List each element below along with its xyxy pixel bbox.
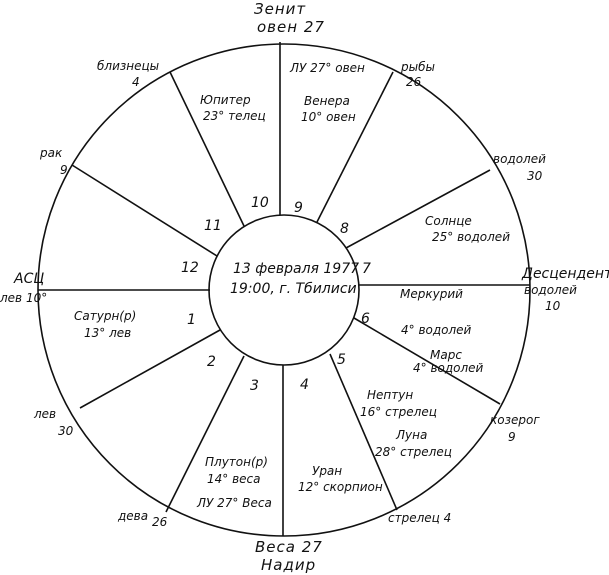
saturn-position: 13° лев <box>84 326 131 340</box>
cusp-line-8 <box>345 169 491 249</box>
house-number-11: 11 <box>204 218 222 234</box>
jupiter-position: 23° телец <box>203 109 266 123</box>
nadir-title: Надир <box>261 556 316 574</box>
zenith-sign: овен 27 <box>257 18 325 36</box>
pluto-name: Плутон(р) <box>205 455 268 469</box>
descendant-degree: 10 <box>545 299 561 313</box>
house-number-1: 1 <box>187 312 196 328</box>
house-number-5: 5 <box>337 352 346 368</box>
ascendant-title: АСЦ <box>13 271 44 287</box>
uranus-position: 12° скорпион <box>298 480 383 494</box>
south-node-label: ЛУ 27° Веса <box>196 496 272 510</box>
mars-name: Марс <box>430 348 462 362</box>
venus-position: 10° овен <box>301 110 356 124</box>
mercury-name: Меркурий <box>400 287 463 301</box>
aquarius-degree: 30 <box>527 169 543 183</box>
cusp-line-5 <box>329 353 398 511</box>
descendant-sign: водолей <box>524 283 577 297</box>
venus-name: Венера <box>304 94 350 108</box>
house-number-8: 8 <box>340 221 349 237</box>
cusp-line-11 <box>169 71 245 227</box>
house-number-9: 9 <box>294 200 303 216</box>
leo-label: лев <box>33 407 56 421</box>
nadir-sign: Веса 27 <box>255 538 323 556</box>
cusp-line-12 <box>71 164 218 257</box>
ascendant-sign: лев 10° <box>0 291 47 305</box>
sun-name: Солнце <box>425 214 472 228</box>
cusp-line-2 <box>79 329 221 409</box>
moon-name: Луна <box>395 428 427 442</box>
descendant-title: Десцендент <box>521 266 609 282</box>
house-number-7: 7 <box>362 261 371 277</box>
house-number-10: 10 <box>251 195 269 211</box>
sagittarius-label: стрелец 4 <box>388 511 451 525</box>
house-number-6: 6 <box>361 311 370 327</box>
pluto-position: 14° веса <box>207 472 261 486</box>
virgo-degree: 26 <box>152 515 168 529</box>
cancer-label: рак <box>39 146 63 160</box>
pisces-label: рыбы <box>400 60 435 74</box>
mars-position: 4° водолей <box>413 361 484 375</box>
pisces-degree: 26 <box>406 75 422 89</box>
house-number-4: 4 <box>300 377 309 393</box>
moon-position: 28° стрелец <box>375 445 452 459</box>
cancer-degree: 9 <box>60 163 68 177</box>
zenith-title: Зенит <box>254 0 306 18</box>
gemini-degree: 4 <box>132 75 140 89</box>
cusp-line-3 <box>165 355 245 513</box>
center-date: 13 февраля 1977 <box>233 261 359 277</box>
capricorn-label: козерог <box>490 413 540 427</box>
house-number-3: 3 <box>250 378 259 394</box>
house-dividers <box>38 42 530 536</box>
aquarius-label: водолей <box>493 152 546 166</box>
uranus-name: Уран <box>312 464 342 478</box>
virgo-label: дева <box>117 509 148 523</box>
center-time-place: 19:00, г. Тбилиси <box>230 281 357 297</box>
cusp-line-9 <box>316 71 394 223</box>
mercury-position: 4° водолей <box>401 323 472 337</box>
neptune-name: Нептун <box>367 388 413 402</box>
leo-degree: 30 <box>58 424 74 438</box>
cusp-line-6 <box>353 317 501 405</box>
neptune-position: 16° стрелец <box>360 405 437 419</box>
north-node-label: ЛУ 27° овен <box>289 61 365 75</box>
capricorn-degree: 9 <box>508 430 516 444</box>
house-number-2: 2 <box>207 354 216 370</box>
saturn-name: Сатурн(р) <box>74 309 136 323</box>
jupiter-name: Юпитер <box>200 93 251 107</box>
sun-position: 25° водолей <box>432 230 510 244</box>
house-number-12: 12 <box>181 260 199 276</box>
gemini-label: близнецы <box>97 59 159 73</box>
